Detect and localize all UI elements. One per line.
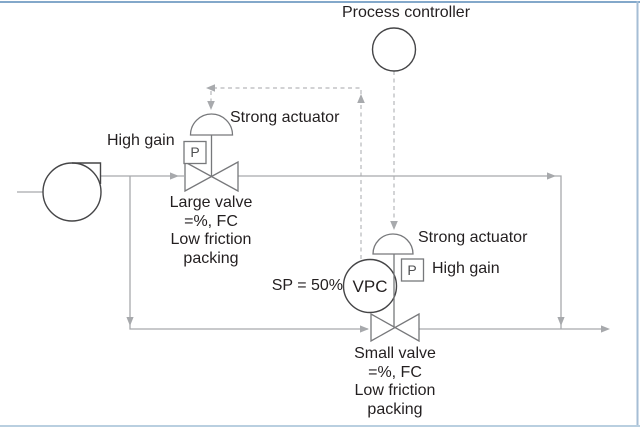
vpc-symbol — [342, 258, 398, 314]
small-valve-caption-line: packing — [367, 400, 423, 418]
large-valve-body — [184, 160, 239, 193]
small-valve-actuator-dome — [372, 233, 414, 255]
arrow-final-outlet — [601, 325, 610, 333]
frame-border-top — [0, 1, 640, 3]
pipe-large-valve-outlet — [238, 175, 562, 329]
pipe-arrowheads — [69, 172, 610, 333]
small-valve-caption-line: Low friction — [354, 382, 436, 399]
strong-actuator-large-label: Strong actuator — [230, 109, 340, 126]
high-gain-small-label: High gain — [432, 260, 500, 277]
arrow-up-vpc-signal — [357, 94, 365, 103]
instruments — [42, 27, 417, 314]
frame-border-bottom — [0, 425, 640, 427]
large-valve-caption-line: Large valve — [169, 194, 253, 211]
process-controller-symbol — [371, 27, 417, 72]
positioner-small-label: P — [407, 262, 417, 278]
frame-border-right — [636, 1, 639, 426]
positioner-large-label: P — [190, 144, 200, 160]
process-pipes — [17, 175, 602, 330]
small-valve-caption-line: =%, FC — [368, 363, 422, 381]
valve-assemblies — [183, 113, 425, 343]
large-valve-caption: Large valve =%, FC Low friction packing — [136, 194, 286, 268]
large-valve-caption-line: Low friction — [170, 231, 252, 248]
arrow-down-small-actuator — [390, 221, 398, 230]
small-valve-caption: Small valve =%, FC Low friction packing — [320, 345, 470, 419]
arrow-join-down — [557, 317, 565, 326]
large-valve-positioner-box — [183, 140, 207, 165]
large-valve-caption-line: packing — [183, 249, 239, 267]
small-valve-caption-line: Small valve — [354, 345, 436, 362]
setpoint-label: SP = 50% — [271, 277, 343, 294]
small-valve-positioner-box — [400, 258, 425, 282]
small-valve-body — [370, 312, 420, 343]
arrow-branch-down — [126, 317, 134, 326]
arrow-left-vpc-signal — [206, 84, 215, 92]
high-gain-large-label: High gain — [107, 132, 175, 149]
strong-actuator-small-label: Strong actuator — [418, 229, 528, 246]
arrow-into-large-valve — [170, 172, 179, 180]
large-valve-actuator-dome — [189, 113, 234, 136]
pump-symbol — [42, 162, 102, 222]
process-controller-label: Process controller — [341, 4, 471, 21]
arrow-upper-outlet — [547, 172, 556, 180]
arrow-down-large-actuator — [207, 101, 215, 110]
arrow-into-small-valve — [360, 325, 369, 333]
pipe-branch-to-small-valve — [129, 176, 368, 330]
signal-arrowheads — [206, 84, 398, 230]
vpc-label: VPC — [352, 277, 388, 296]
pump-outlet-corner — [72, 162, 102, 184]
large-valve-caption-line: =%, FC — [184, 212, 238, 230]
